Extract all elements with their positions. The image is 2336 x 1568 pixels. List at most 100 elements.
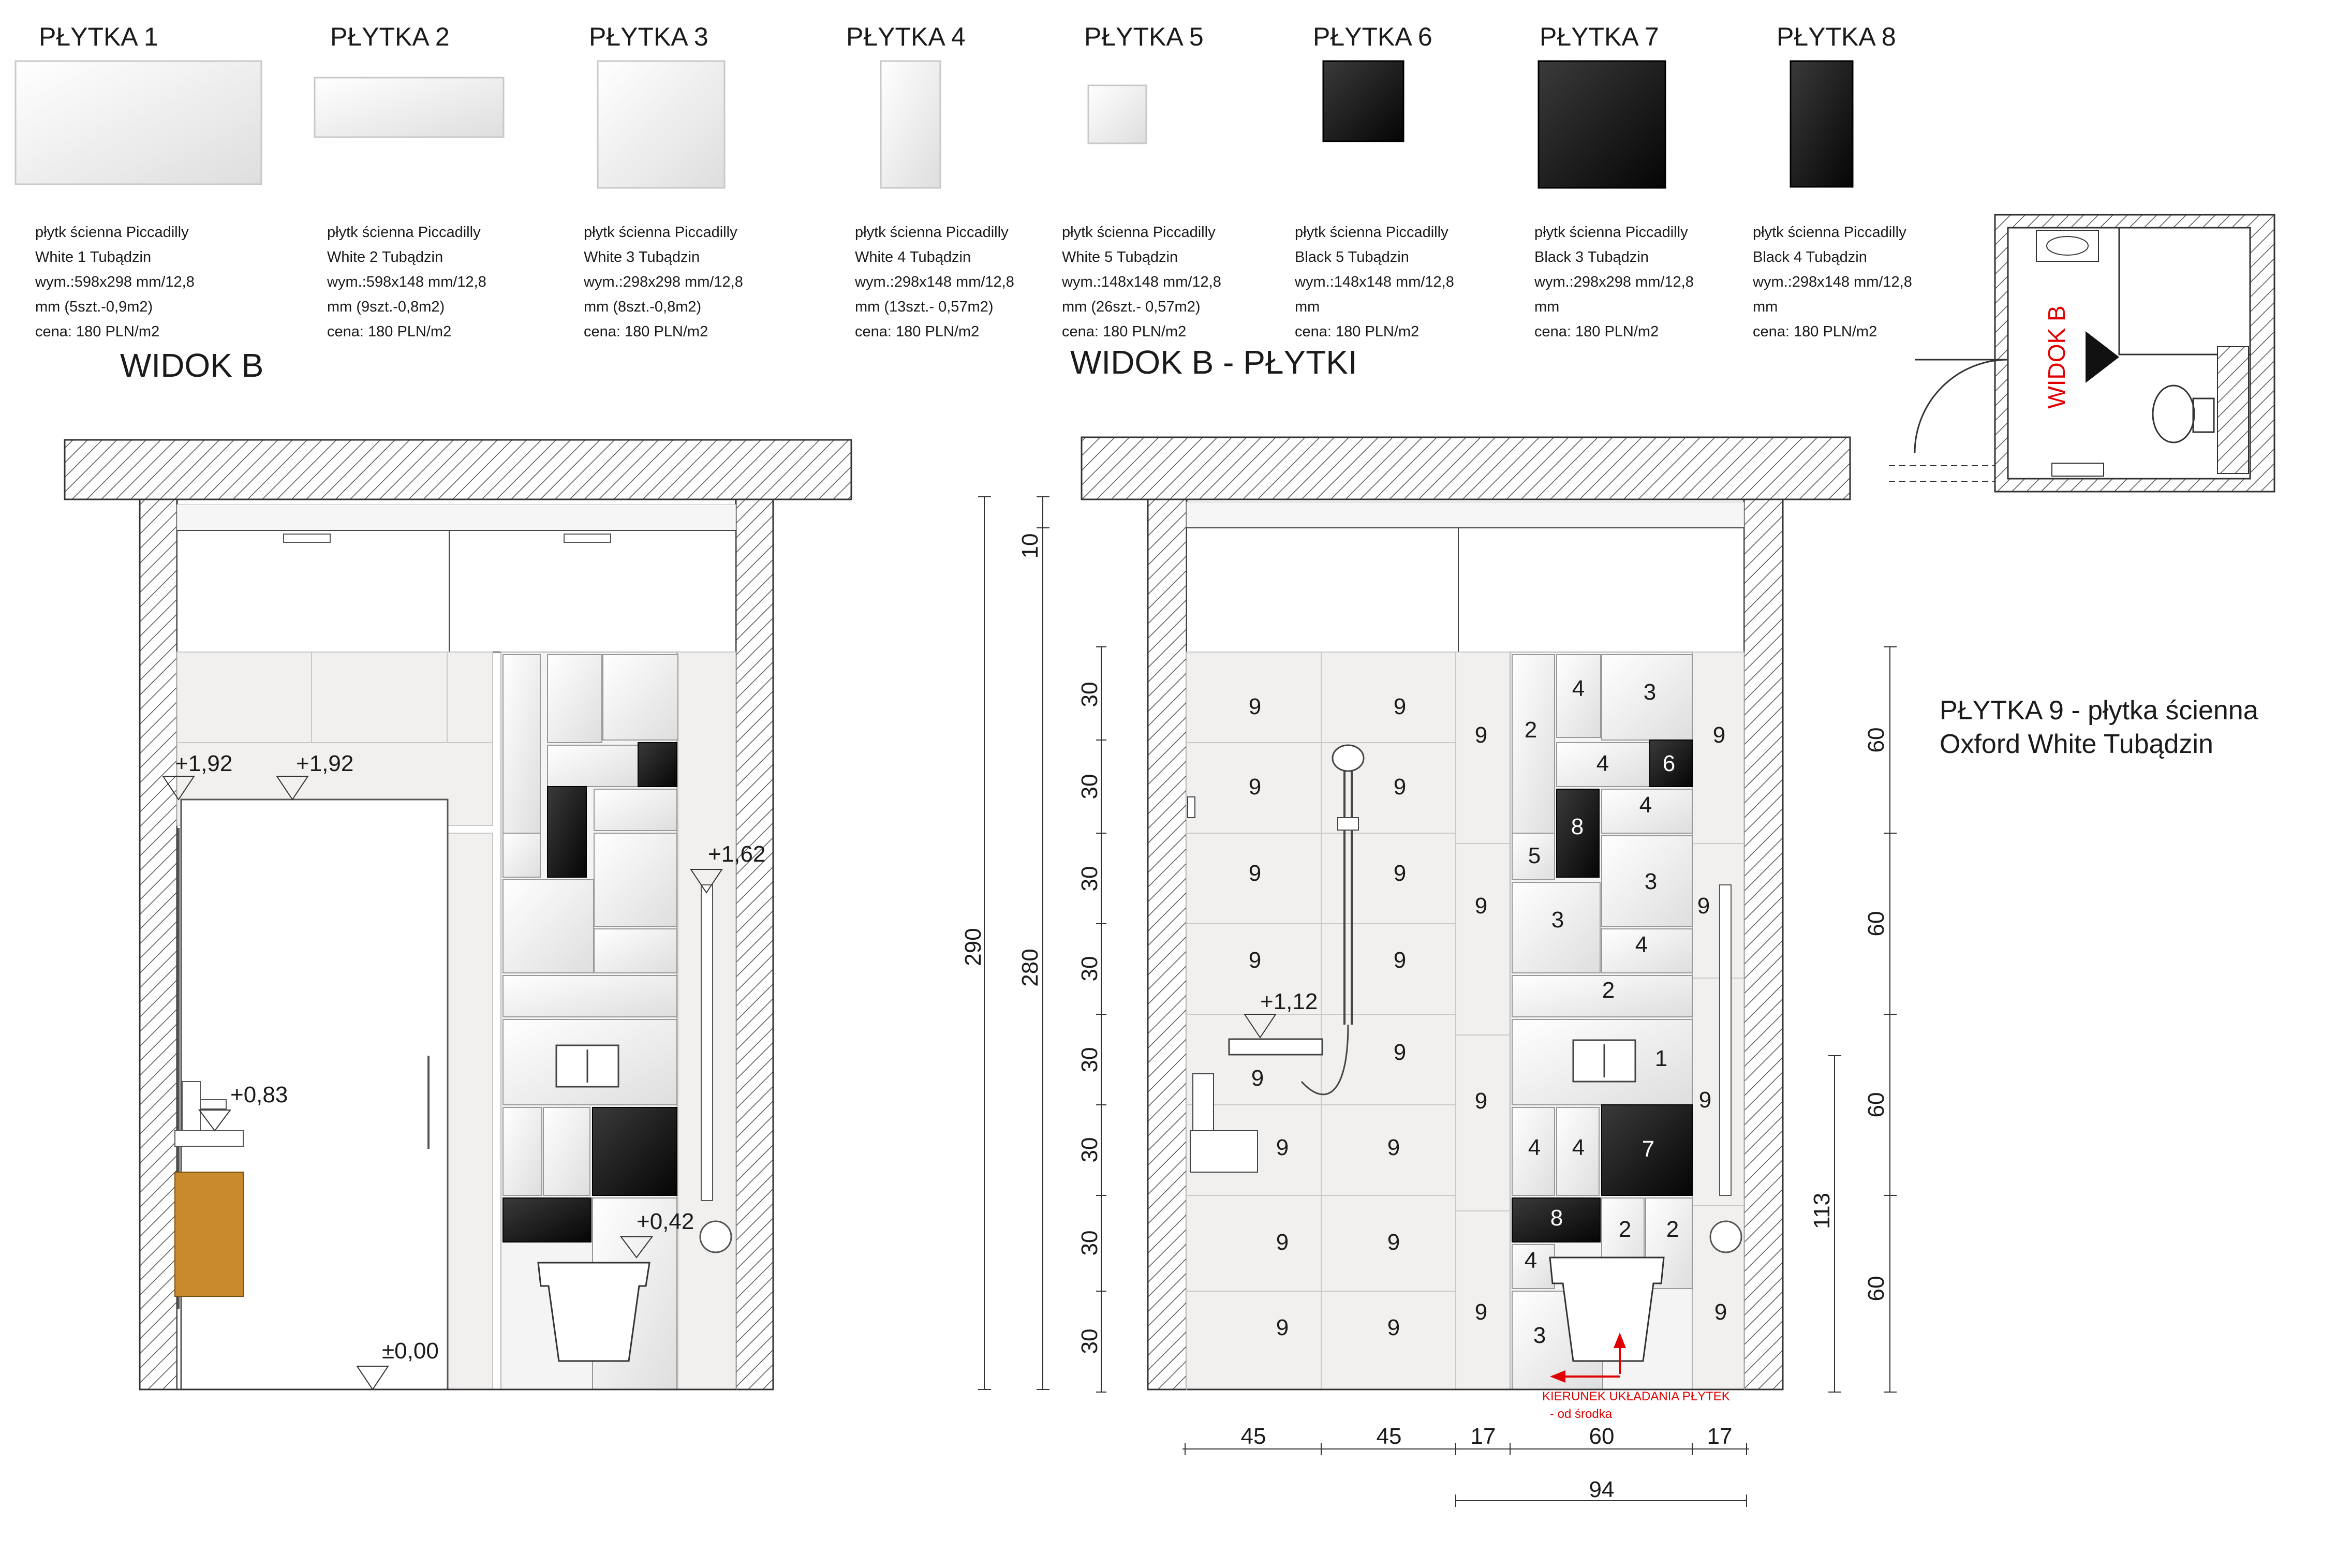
tile-4-line-3: wym.:298x148 mm/12,8	[854, 274, 1014, 290]
tile-number: 6	[1663, 751, 1675, 776]
tile-number: 1	[1655, 1046, 1667, 1071]
right-wall-left	[1147, 498, 1188, 1391]
tile-1-title: PŁYTKA 1	[39, 22, 158, 51]
tile-5: PŁYTKA 5 płytk ścienna Piccadilly White …	[1061, 22, 1221, 340]
dim-row-2: 30	[1077, 774, 1102, 800]
towel-rail-right	[1719, 884, 1732, 1196]
tile-number: 9	[1249, 774, 1261, 800]
tile-number: 4	[1525, 1248, 1537, 1273]
tile-1-swatch	[14, 60, 262, 185]
dimension-labels: 290 280 10 30 30 30 30 30 30 30 30 60 60…	[960, 534, 1889, 1502]
tile-3-line-4: mm (8szt.-0,8m2)	[584, 299, 701, 315]
tile-8-line-1: płytk ścienna Piccadilly	[1753, 224, 1906, 241]
level-marker-icon	[356, 1366, 389, 1391]
tile-7-line-1: płytk ścienna Piccadilly	[1534, 224, 1688, 241]
tile-number: 9	[1699, 1087, 1711, 1113]
level-marker-icon	[276, 776, 309, 801]
tile-number: 9	[1697, 893, 1710, 919]
floor-plan: WIDOK B	[1889, 214, 2275, 493]
tile-number: 4	[1572, 676, 1585, 701]
tile-number: 9	[1276, 1135, 1289, 1160]
dim-total-height: 290	[960, 928, 986, 966]
tile-6-line-3: wym.:148x148 mm/12,8	[1294, 274, 1454, 290]
level-042: +0,42	[637, 1209, 694, 1234]
dim-band-2: 60	[1864, 911, 1889, 937]
tile-number: 9	[1387, 1230, 1400, 1255]
tile-7-title: PŁYTKA 7	[1540, 22, 1659, 51]
tile-4-line-2: White 4 Tubądzin	[855, 249, 971, 265]
svg-text:płytk ścienna Piccadilly: płytk ścienna Piccadilly Black 4 Tubądzi…	[1752, 224, 1916, 340]
tile-6-swatch	[1322, 60, 1404, 142]
tile-5-swatch	[1087, 84, 1147, 144]
tile-number: 9	[1249, 861, 1261, 886]
dim-band-4: 60	[1864, 1276, 1889, 1301]
right-wall-right	[1743, 498, 1784, 1391]
tile-number: 9	[1714, 1299, 1727, 1325]
tile-2-title: PŁYTKA 2	[330, 22, 450, 51]
tile-number: 9	[1251, 1066, 1264, 1091]
tile-number: 9	[1276, 1315, 1289, 1340]
right-ceiling-slab	[1081, 436, 1851, 500]
tile-2-line-4: mm (9szt.-0,8m2)	[327, 299, 445, 315]
tile-1-line-3: wym.:598x298 mm/12,8	[35, 274, 195, 290]
tile-number: 9	[1475, 1299, 1487, 1325]
plan-shower	[2118, 227, 2251, 356]
tile-3-line-2: White 3 Tubądzin	[584, 249, 700, 265]
tile-number: 9	[1713, 722, 1725, 748]
tile-number: 3	[1645, 869, 1657, 894]
dim-bottom-total: 94	[1589, 1477, 1615, 1502]
dim-band-3: 60	[1864, 1092, 1889, 1118]
tile-5-title: PŁYTKA 5	[1084, 22, 1204, 51]
tile-1-line-4: mm (5szt.-0,9m2)	[35, 299, 153, 315]
tile-8: PŁYTKA 8 płytk ścienna Piccadilly Black …	[1752, 22, 1916, 340]
toilet-left	[537, 1262, 650, 1362]
plan-radiator	[2051, 463, 2104, 477]
tile-number: 9	[1394, 1040, 1406, 1065]
tile-9-note-line-2: Oxford White Tubądzin	[1940, 729, 2213, 759]
tile-4: PŁYTKA 4 płytk ścienna Piccadilly White …	[846, 22, 1018, 340]
tile-1-line-5: cena: 180 PLN/m2	[35, 323, 159, 340]
tile-7: PŁYTKA 7 płytk ścienna Piccadilly Black …	[1534, 22, 1694, 340]
tile-number: 9	[1249, 948, 1261, 973]
svg-text:płytk ścienna Piccadilly: płytk ścienna Piccadilly White 2 Tubądzi…	[327, 224, 491, 340]
level-marker-icon	[620, 1236, 653, 1259]
right-elevation: +1,12 KIERUNEK UKŁADANIA PŁYTEK - od śro…	[1081, 436, 1851, 1421]
direction-note-line-1: KIERUNEK UKŁADANIA PŁYTEK	[1542, 1389, 1730, 1403]
plan-toilet	[2152, 384, 2195, 443]
tile-6-line-4: mm	[1295, 299, 1320, 315]
tile-8-line-4: mm	[1753, 299, 1778, 315]
tile-4-swatch	[880, 60, 941, 189]
dim-inner-height: 280	[1017, 949, 1043, 986]
level-marker-icon	[1244, 1014, 1277, 1039]
level-192-right: +1,92	[296, 751, 353, 776]
tile-4-line-4: mm (13szt.- 0,57m2)	[855, 299, 994, 315]
vanity-top	[174, 1130, 244, 1147]
tile-number: 3	[1644, 679, 1656, 705]
dimensions	[978, 496, 1897, 1507]
tile-6-line-1: płytk ścienna Piccadilly	[1295, 224, 1448, 241]
tile-4-title: PŁYTKA 4	[846, 22, 966, 51]
tile-5-line-2: White 5 Tubądzin	[1062, 249, 1178, 265]
washbasin-side	[1190, 1130, 1258, 1173]
tile-number: 9	[1475, 722, 1487, 748]
dim-bottom-2: 45	[1377, 1424, 1402, 1449]
svg-text:płytk ścienna Piccadilly: płytk ścienna Piccadilly Black 5 Tubądzi…	[1294, 224, 1458, 340]
tile-7-line-5: cena: 180 PLN/m2	[1534, 323, 1659, 340]
tile-3-title: PŁYTKA 3	[589, 22, 708, 51]
tile-3-line-1: płytk ścienna Piccadilly	[584, 224, 737, 241]
tile-3-line-3: wym.:298x298 mm/12,8	[583, 274, 743, 290]
level-192-left: +1,92	[175, 751, 232, 776]
toilet-right	[1549, 1256, 1665, 1362]
view-right-title: WIDOK B - PŁYTKI	[1070, 344, 1357, 381]
plan-view-label: WIDOK B	[2043, 305, 2070, 408]
tile-1: PŁYTKA 1 płytk ścienna Piccadilly White …	[14, 22, 262, 340]
tile-number: 4	[1528, 1135, 1541, 1160]
svg-text:płytk ścienna Piccadilly: płytk ścienna Piccadilly White 4 Tubądzi…	[854, 224, 1018, 340]
dim-top-gap: 10	[1017, 534, 1043, 559]
shower-head-icon	[1332, 744, 1365, 772]
tile-8-line-5: cena: 180 PLN/m2	[1753, 323, 1877, 340]
tile-number: 4	[1639, 792, 1652, 818]
dim-bottom-5: 17	[1707, 1424, 1733, 1449]
tile-5-line-3: wym.:148x148 mm/12,8	[1061, 274, 1221, 290]
left-wall-right	[735, 498, 774, 1391]
